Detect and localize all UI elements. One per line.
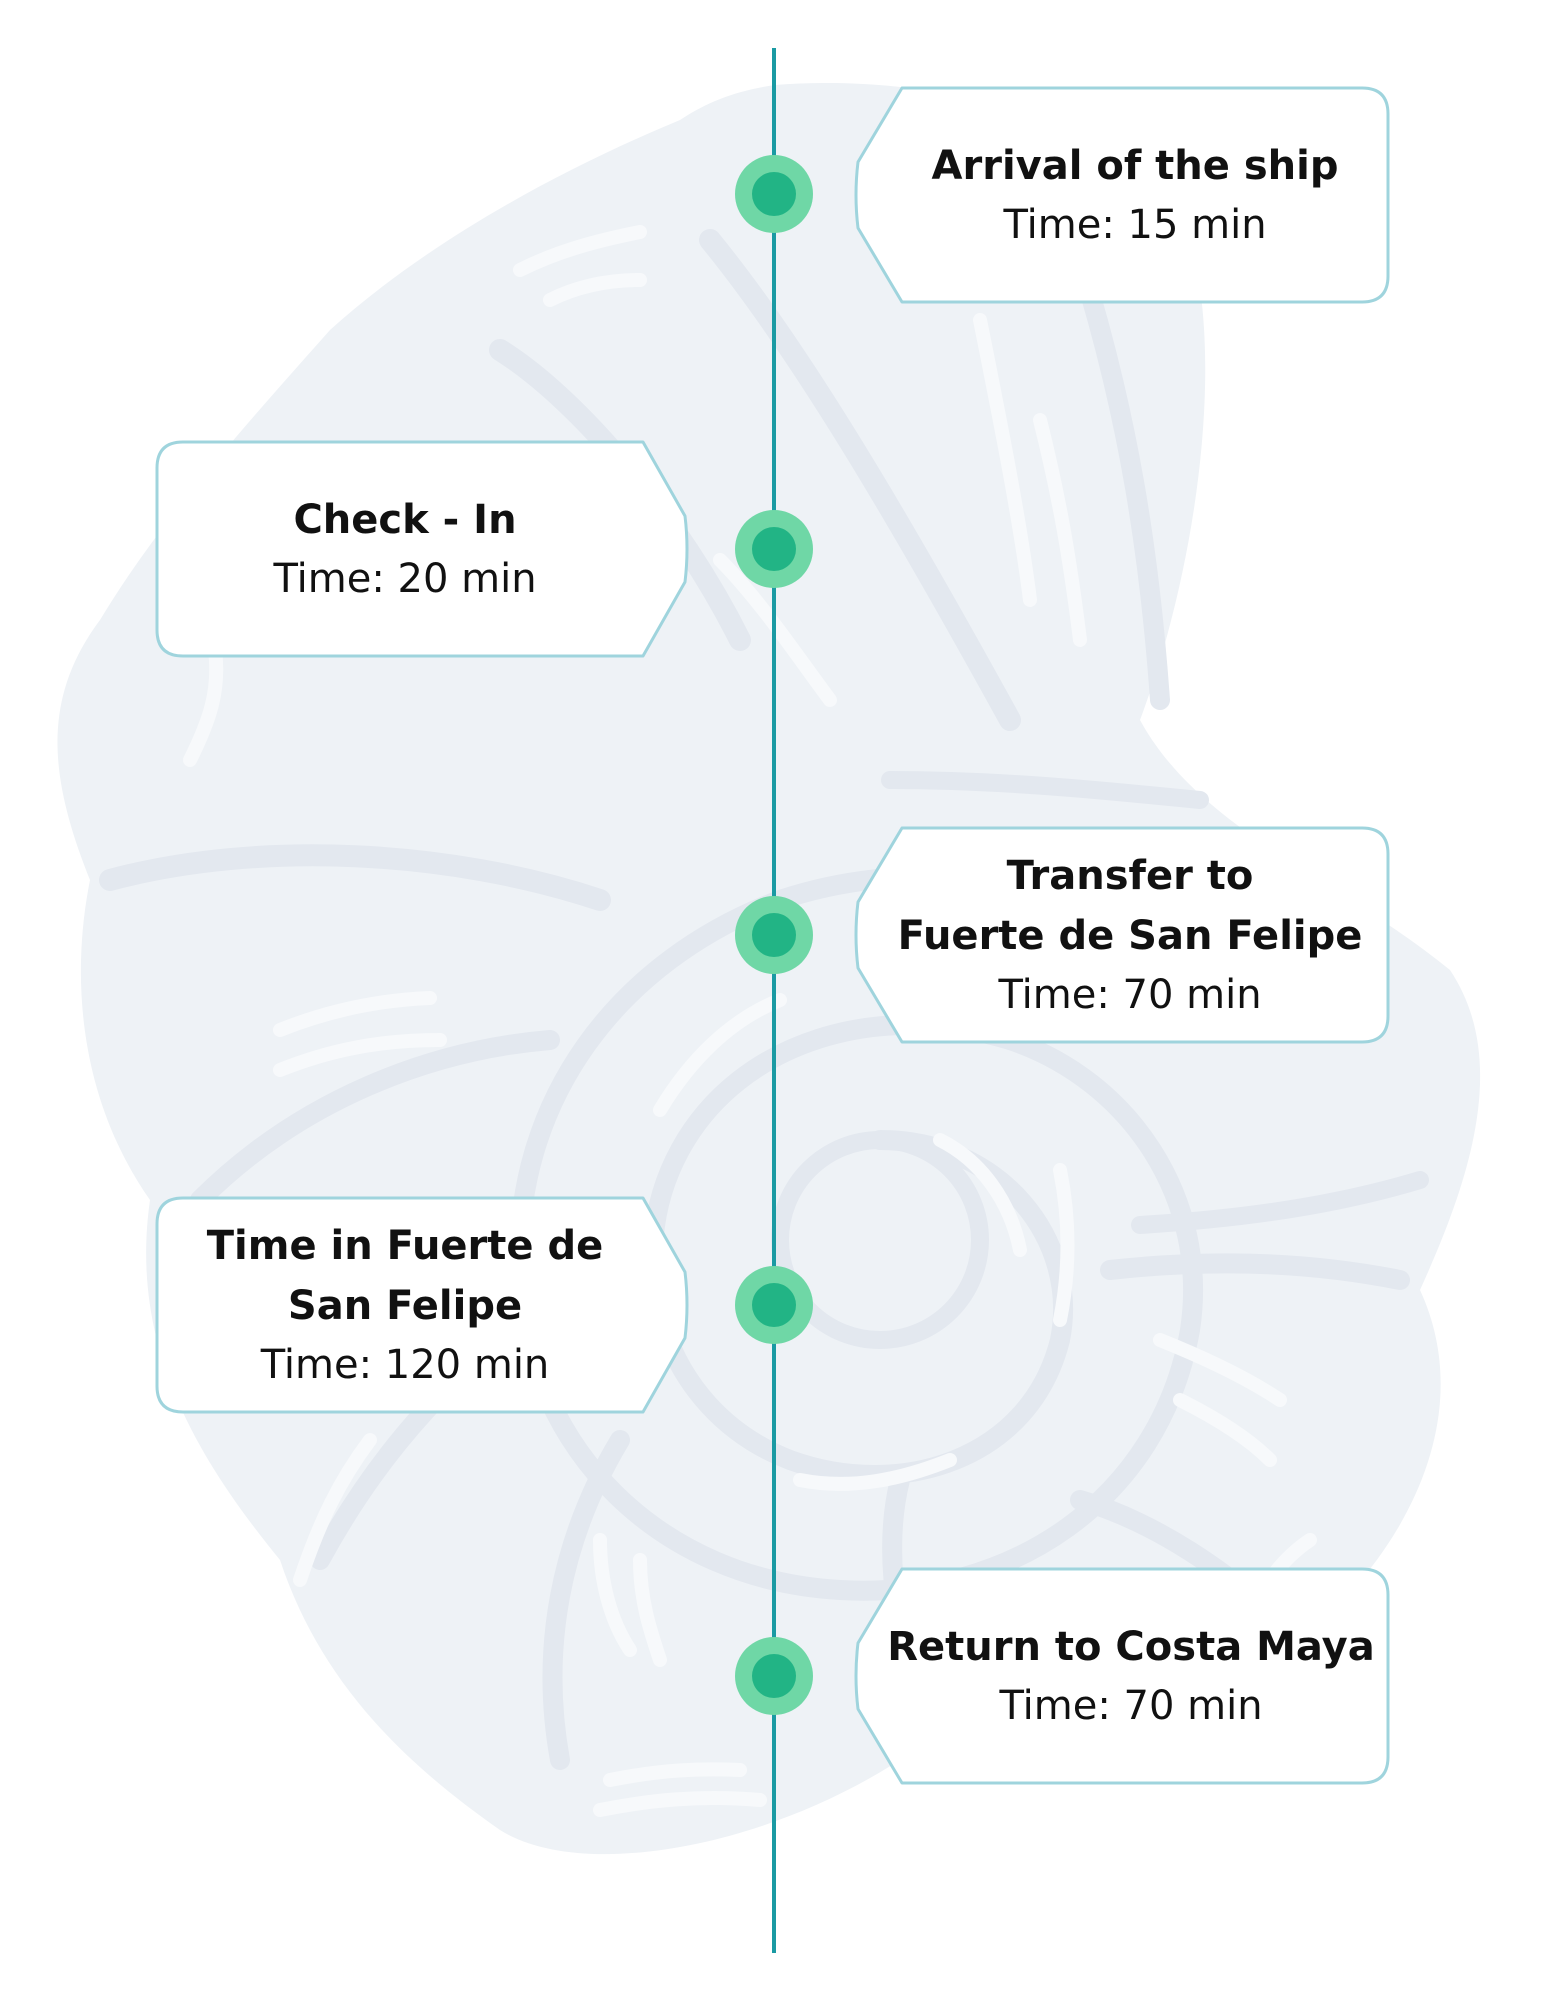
step-title: Check - In: [293, 497, 517, 543]
step-time: Time: 120 min: [260, 1342, 550, 1388]
step-title: Transfer to: [1006, 853, 1254, 899]
timeline-node: [735, 510, 813, 588]
step-card-shape: [854, 1567, 1390, 1785]
step-card-shape: [155, 440, 689, 658]
step-card-shape: [854, 86, 1390, 304]
step-title: Time in Fuerte de: [206, 1223, 604, 1269]
step-card-shape: [854, 826, 1390, 1044]
step-title: Return to Costa Maya: [887, 1624, 1375, 1670]
timeline-line: [772, 48, 776, 1953]
step-title-line2: San Felipe: [287, 1283, 523, 1329]
step-time: Time: 70 min: [998, 972, 1262, 1018]
step-card-transfer: Transfer to Fuerte de San Felipe Time: 7…: [880, 826, 1380, 1044]
step-title-line2: Fuerte de San Felipe: [897, 913, 1363, 959]
step-card-time-in-fuerte: Time in Fuerte de San Felipe Time: 120 m…: [165, 1196, 645, 1414]
step-title: Arrival of the ship: [931, 143, 1339, 189]
step-card-shape: [155, 1196, 689, 1414]
timeline-node: [735, 1266, 813, 1344]
step-time: Time: 20 min: [273, 556, 537, 602]
step-time: Time: 15 min: [1003, 202, 1267, 248]
step-card-check-in: Check - In Time: 20 min: [165, 440, 645, 658]
timeline-node: [735, 155, 813, 233]
step-card-arrival: Arrival of the ship Time: 15 min: [900, 86, 1370, 304]
timeline-node: [735, 1637, 813, 1715]
step-time: Time: 70 min: [999, 1683, 1263, 1729]
timeline-node: [735, 896, 813, 974]
step-card-return: Return to Costa Maya Time: 70 min: [876, 1567, 1386, 1785]
